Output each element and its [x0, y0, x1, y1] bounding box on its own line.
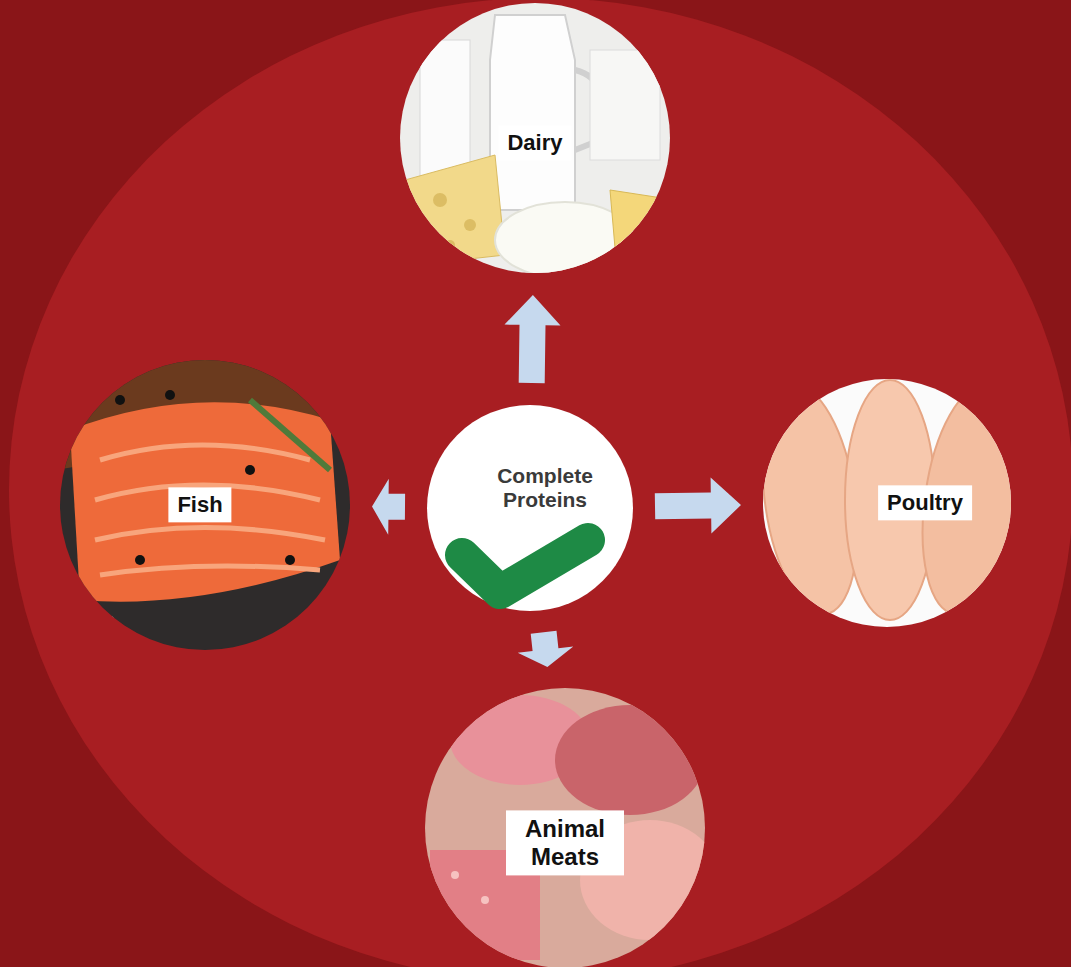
node-label: Poultry: [878, 485, 972, 520]
block-arrow: [505, 295, 561, 383]
block-arrow: [518, 631, 574, 667]
node-label: Fish: [168, 487, 231, 522]
food-circle: Dairy: [400, 3, 670, 273]
node-label: Dairy: [498, 125, 571, 160]
node-label: Animal Meats: [506, 810, 624, 875]
node-label: Complete Proteins: [485, 464, 605, 512]
block-arrow: [655, 478, 741, 534]
block-arrow: [372, 479, 405, 535]
food-circle: Animal Meats: [425, 688, 705, 967]
center-circle: Complete Proteins: [427, 405, 633, 611]
food-circle: Fish: [60, 360, 350, 650]
food-circle: Poultry: [763, 379, 1011, 627]
